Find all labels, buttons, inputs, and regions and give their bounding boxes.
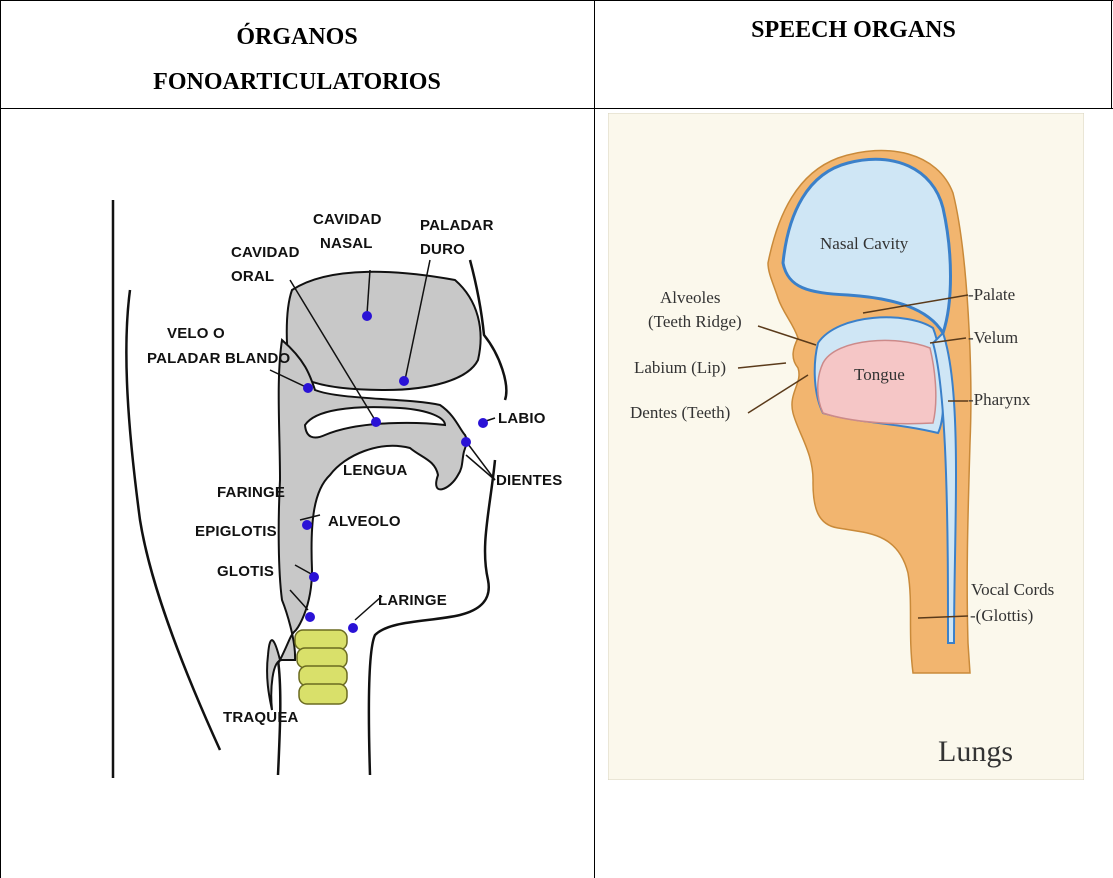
header-left: ÓRGANOS FONOARTICULATORIOS	[0, 15, 594, 105]
marker-dientes	[461, 437, 471, 447]
label-epiglotis: EPIGLOTIS	[195, 523, 277, 540]
label-nasal-cavity: Nasal Cavity	[820, 234, 909, 253]
label-dientes: DIENTES	[496, 472, 562, 489]
label-glotis: GLOTIS	[217, 563, 274, 580]
label-pharynx: -Pharynx	[968, 390, 1031, 409]
label-cavidad-nasal-1: CAVIDAD	[313, 211, 382, 228]
label-dentes: Dentes (Teeth)	[630, 403, 730, 422]
table-header-divider	[0, 108, 1113, 109]
header-left-line-2: FONOARTICULATORIOS	[0, 60, 594, 105]
label-velo-1: VELO O	[167, 325, 225, 342]
label-palate: -Palate	[968, 285, 1015, 304]
label-velo-2: PALADAR BLANDO	[147, 350, 290, 367]
label-velum: -Velum	[968, 328, 1018, 347]
label-laringe: LARINGE	[378, 592, 447, 609]
label-lengua: LENGUA	[343, 462, 408, 479]
label-lungs: Lungs	[938, 735, 1013, 768]
marker-laringe	[348, 623, 358, 633]
label-traquea: TRAQUEA	[223, 709, 299, 726]
header-right: SPEECH ORGANS	[594, 15, 1113, 45]
label-cavidad-nasal-2: NASAL	[320, 235, 373, 252]
table-column-divider	[594, 0, 595, 878]
label-alveoles-1: Alveoles	[660, 288, 720, 307]
header-left-line-1: ÓRGANOS	[0, 15, 594, 60]
marker-cavidad-oral	[371, 417, 381, 427]
label-paladar-duro-2: DURO	[420, 241, 465, 258]
table-border-left	[0, 0, 1, 878]
right-speech-organs-diagram: Nasal Cavity -Palate Alveoles (Teeth Rid…	[608, 113, 1084, 780]
marker-paladar-duro	[399, 376, 409, 386]
label-labio: LABIO	[498, 410, 546, 427]
trachea-rings	[295, 630, 347, 704]
marker-faringe	[302, 520, 312, 530]
marker-velo	[303, 383, 313, 393]
label-alveolo: ALVEOLO	[328, 513, 401, 530]
table-border-top	[0, 0, 1113, 1]
marker-epiglotis	[309, 572, 319, 582]
label-tongue: Tongue	[854, 365, 905, 384]
header-right-line-1: SPEECH ORGANS	[594, 15, 1113, 45]
label-cavidad-oral-1: CAVIDAD	[231, 244, 300, 261]
marker-glotis	[305, 612, 315, 622]
label-labium: Labium (Lip)	[634, 358, 726, 377]
left-speech-organs-diagram: CAVIDAD NASAL PALADAR DURO CAVIDAD ORAL …	[100, 190, 570, 790]
label-faringe: FARINGE	[217, 484, 285, 501]
marker-labio	[478, 418, 488, 428]
label-alveoles-2: (Teeth Ridge)	[648, 312, 742, 331]
label-vocal-cords-1: Vocal Cords	[971, 580, 1054, 599]
label-paladar-duro-1: PALADAR	[420, 217, 494, 234]
label-vocal-cords-2: -(Glottis)	[970, 606, 1033, 625]
label-cavidad-oral-2: ORAL	[231, 268, 274, 285]
marker-cavidad-nasal	[362, 311, 372, 321]
